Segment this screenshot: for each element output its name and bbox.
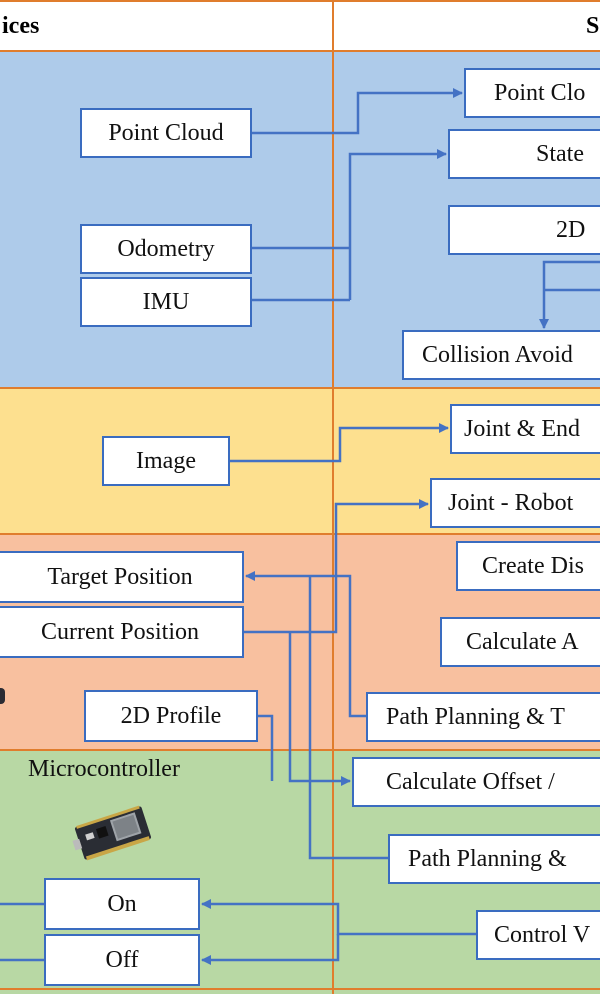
wire-control: [201, 899, 476, 936]
service-state-box: State: [448, 129, 600, 179]
odometry-box: Odometry: [80, 224, 252, 274]
odometry-label: Odometry: [117, 235, 215, 262]
service-collision-box: Collision Avoid: [402, 330, 600, 380]
wire-control-off: [201, 934, 340, 965]
image-label: Image: [136, 447, 196, 474]
device-fragment: [0, 688, 5, 704]
service-joint-end-box: Joint & End: [450, 404, 600, 454]
microcontroller-board-icon: [72, 805, 152, 861]
zone-border-3: [0, 749, 600, 751]
point-cloud-label: Point Cloud: [108, 119, 224, 146]
imu-box: IMU: [80, 277, 252, 327]
imu-label: IMU: [142, 288, 190, 315]
column-divider: [332, 52, 334, 994]
service-path-planning-t-box: Path Planning & T: [366, 692, 600, 742]
wire-collision: [539, 260, 600, 329]
on-label: On: [107, 890, 137, 917]
header-services-label: S: [586, 13, 600, 39]
service-path-planning-amp-box: Path Planning &: [388, 834, 600, 884]
service-path-planning-t-label: Path Planning & T: [386, 703, 565, 730]
wire-current-offset: [288, 632, 351, 786]
wire-point-cloud: [252, 88, 463, 135]
profile-2d-box: 2D Profile: [84, 690, 258, 742]
service-create-dis-label: Create Dis: [482, 552, 584, 579]
current-position-box: Current Position: [0, 606, 244, 658]
service-create-dis-box: Create Dis: [456, 541, 600, 591]
header-devices-label: ices: [2, 13, 40, 39]
off-box: Off: [44, 934, 200, 986]
zone-border-1: [0, 387, 600, 389]
service-path-planning-amp-label: Path Planning &: [408, 845, 567, 872]
image-box: Image: [102, 436, 230, 486]
target-position-box: Target Position: [0, 551, 244, 603]
on-box: On: [44, 878, 200, 930]
service-joint-robot-box: Joint - Robot: [430, 478, 600, 528]
point-cloud-box: Point Cloud: [80, 108, 252, 158]
wire-target: [245, 571, 366, 718]
off-label: Off: [105, 946, 139, 973]
wire-current-robot: [244, 499, 429, 634]
wire-state: [348, 149, 447, 300]
wire-profile: [258, 714, 274, 781]
service-calculate-offset-box: Calculate Offset /: [352, 757, 600, 807]
service-control-v-box: Control V: [476, 910, 600, 960]
header-services: S: [332, 0, 600, 52]
service-calculate-offset-label: Calculate Offset /: [386, 768, 555, 795]
service-point-cloud-label: Point Clo: [494, 79, 586, 106]
service-calculate-a-label: Calculate A: [466, 628, 579, 655]
service-joint-end-label: Joint & End: [464, 415, 581, 442]
service-calculate-a-box: Calculate A: [440, 617, 600, 667]
service-2d-box: 2D: [448, 205, 600, 255]
service-point-cloud-box: Point Clo: [464, 68, 600, 118]
header-devices: ices: [0, 0, 334, 52]
target-position-label: Target Position: [47, 563, 193, 590]
microcontroller-label: Microcontroller: [28, 756, 180, 782]
service-state-label: State: [536, 140, 584, 167]
service-collision-label: Collision Avoid: [422, 341, 573, 368]
wire-image: [230, 423, 449, 463]
zone-border-2: [0, 533, 600, 535]
service-joint-robot-label: Joint - Robot: [448, 489, 574, 516]
current-position-label: Current Position: [40, 618, 199, 645]
profile-2d-label: 2D Profile: [120, 702, 222, 729]
wire-target-b: [308, 576, 388, 860]
zone-border-bottom: [0, 988, 600, 990]
service-control-v-label: Control V: [494, 921, 591, 948]
service-2d-label: 2D: [556, 216, 586, 243]
